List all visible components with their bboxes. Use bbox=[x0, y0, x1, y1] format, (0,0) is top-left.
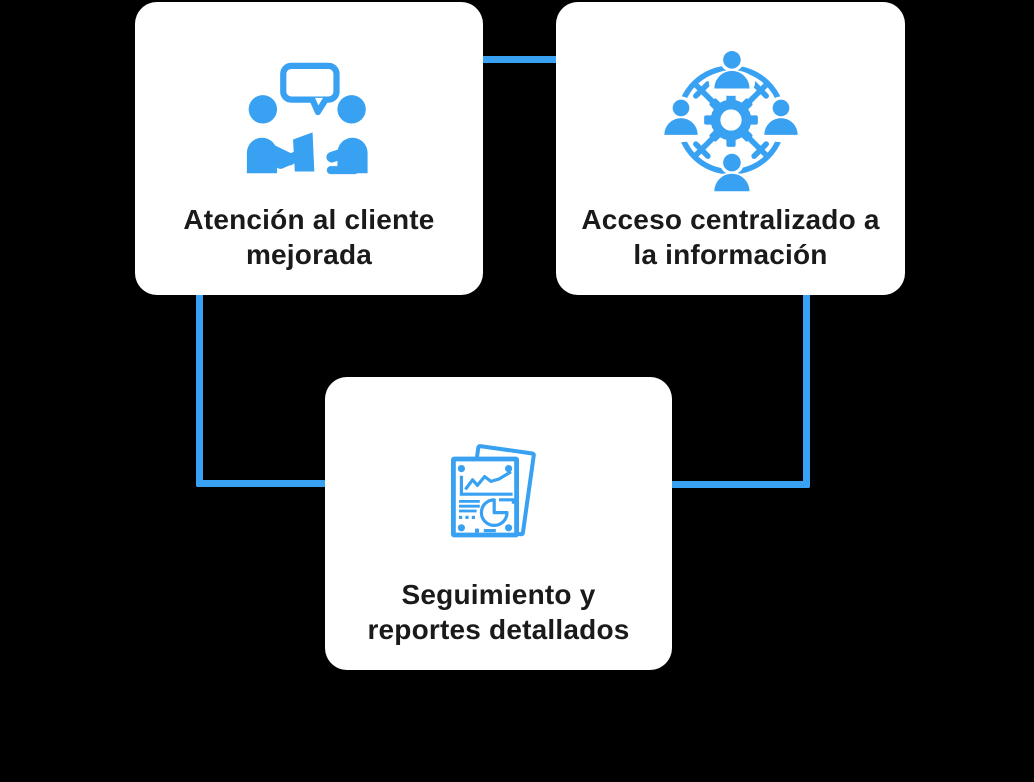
card-label-line2: la información bbox=[633, 239, 828, 270]
connector-card1-card2 bbox=[481, 56, 558, 63]
connector-card1-card3-horizontal bbox=[196, 480, 326, 487]
connector-card1-card3-vertical bbox=[196, 293, 203, 487]
card-label-line1: Seguimiento y bbox=[401, 579, 596, 610]
card-label: Atención al cliente mejorada bbox=[183, 202, 434, 272]
centralized-team-network-icon bbox=[656, 46, 806, 195]
connector-card2-card3-horizontal bbox=[671, 481, 810, 488]
connector-card2-card3-vertical bbox=[803, 293, 810, 488]
card-label-line1: Atención al cliente bbox=[183, 204, 435, 235]
report-charts-icon bbox=[435, 421, 563, 569]
customer-conversation-icon bbox=[238, 46, 380, 194]
card-atencion-al-cliente: Atención al cliente mejorada bbox=[135, 2, 483, 295]
card-label: Acceso centralizado a la información bbox=[581, 202, 879, 272]
card-label-line2: reportes detallados bbox=[367, 614, 630, 645]
card-label: Seguimiento y reportes detallados bbox=[367, 577, 629, 647]
card-label-line1: Acceso centralizado a bbox=[581, 204, 880, 235]
card-seguimiento-reportes: Seguimiento y reportes detallados bbox=[325, 377, 672, 670]
card-label-line2: mejorada bbox=[245, 239, 373, 270]
card-acceso-centralizado: Acceso centralizado a la información bbox=[556, 2, 905, 295]
